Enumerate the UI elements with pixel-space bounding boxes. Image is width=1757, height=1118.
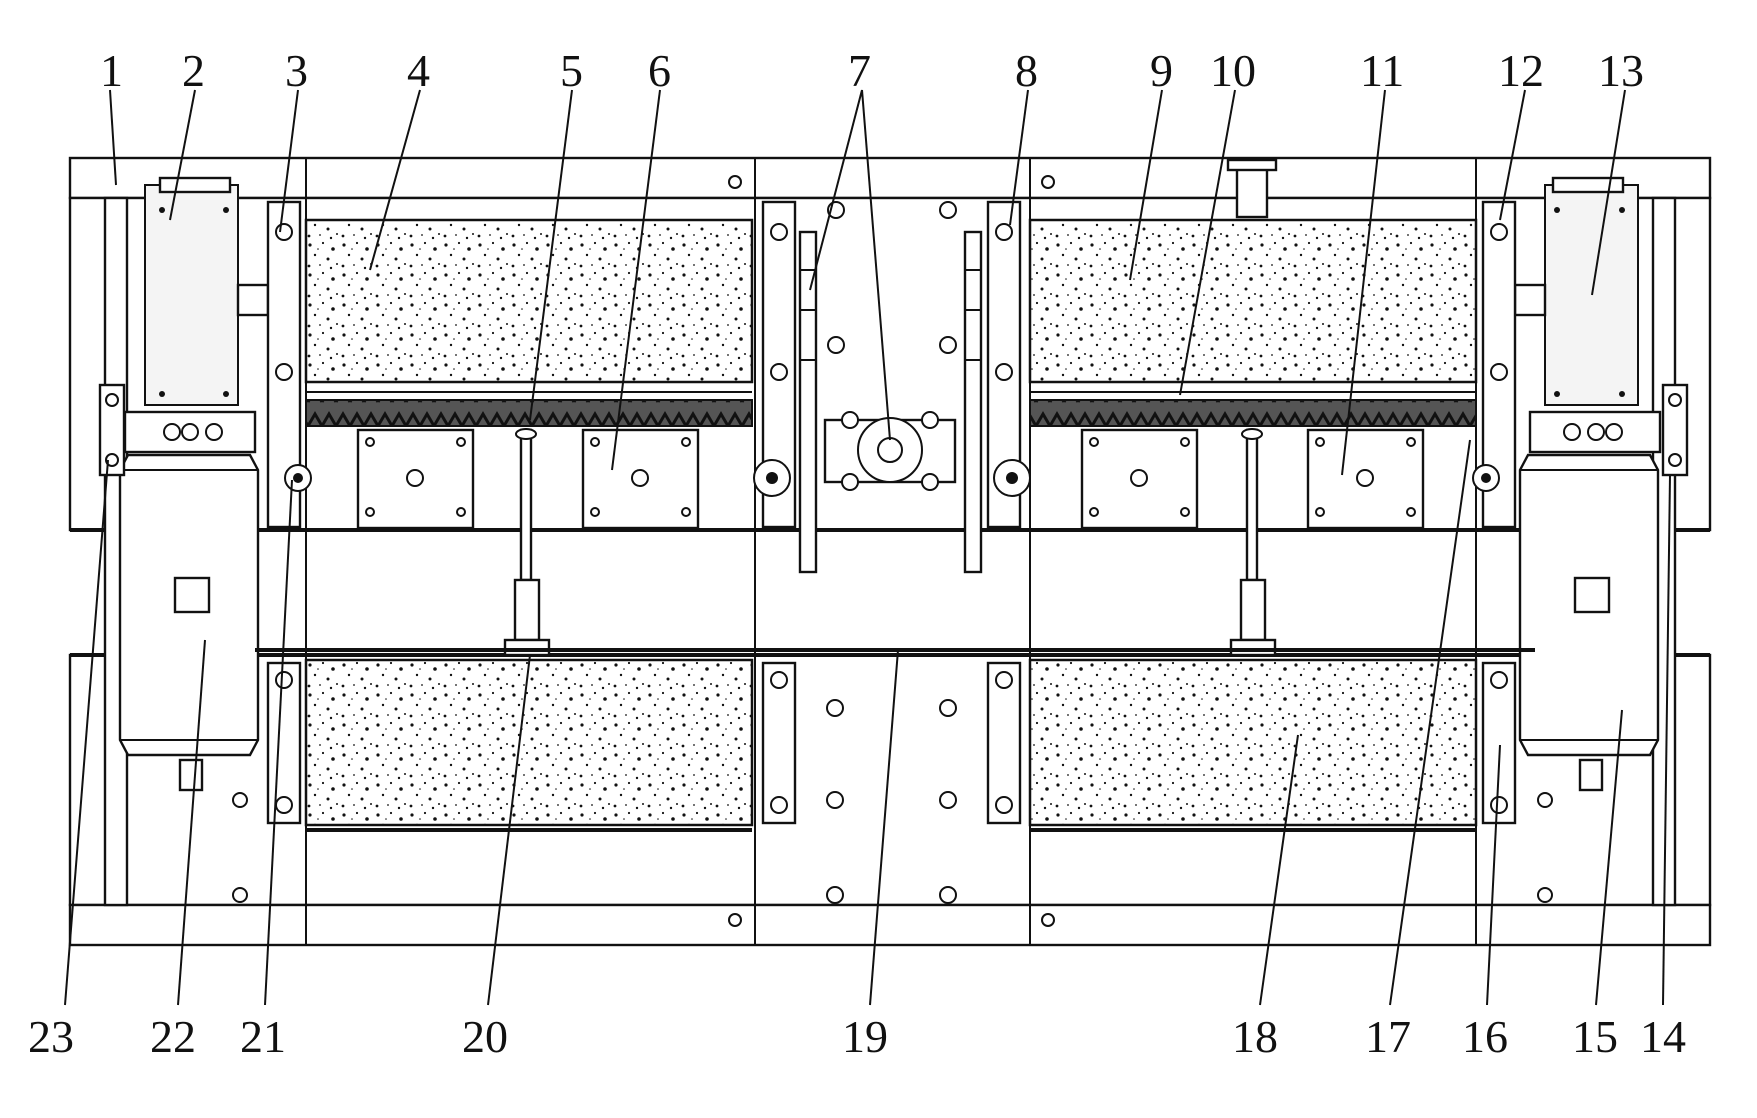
label-16: 16 xyxy=(1462,1011,1508,1062)
left-motor xyxy=(123,176,270,454)
label-19: 19 xyxy=(842,1011,888,1062)
label-8: 8 xyxy=(1015,45,1038,96)
label-9: 9 xyxy=(1150,45,1173,96)
upper-left-panel xyxy=(304,218,754,384)
label-5: 5 xyxy=(560,45,583,96)
lower-right-panel xyxy=(1028,658,1478,827)
callout-labels: 1 2 3 4 5 6 7 8 9 10 11 12 13 23 22 21 2… xyxy=(28,45,1686,1062)
label-20: 20 xyxy=(462,1011,508,1062)
label-23: 23 xyxy=(28,1011,74,1062)
label-3: 3 xyxy=(285,45,308,96)
label-7: 7 xyxy=(848,45,871,96)
lift-rods xyxy=(503,428,1277,657)
right-motor xyxy=(1513,176,1662,454)
upper-mounting-plates xyxy=(356,428,1425,530)
center-drive xyxy=(798,201,983,574)
label-14: 14 xyxy=(1640,1011,1686,1062)
label-12: 12 xyxy=(1498,45,1544,96)
upper-bearings xyxy=(266,200,1517,529)
label-10: 10 xyxy=(1210,45,1256,96)
label-6: 6 xyxy=(648,45,671,96)
upper-right-belt xyxy=(1029,399,1477,427)
label-18: 18 xyxy=(1232,1011,1278,1062)
label-17: 17 xyxy=(1365,1011,1411,1062)
left-cylinder xyxy=(118,453,260,792)
label-15: 15 xyxy=(1572,1011,1618,1062)
label-21: 21 xyxy=(240,1011,286,1062)
lower-left-panel xyxy=(304,658,754,827)
upper-left-belt xyxy=(305,399,753,427)
label-22: 22 xyxy=(150,1011,196,1062)
label-1: 1 xyxy=(100,45,123,96)
leader-lines xyxy=(64,89,1671,1006)
label-11: 11 xyxy=(1360,45,1404,96)
label-2: 2 xyxy=(182,45,205,96)
label-13: 13 xyxy=(1598,45,1644,96)
lower-bearings xyxy=(232,661,1553,904)
label-4: 4 xyxy=(407,45,430,96)
right-cylinder xyxy=(1518,453,1660,792)
upper-right-panel xyxy=(1028,218,1478,384)
